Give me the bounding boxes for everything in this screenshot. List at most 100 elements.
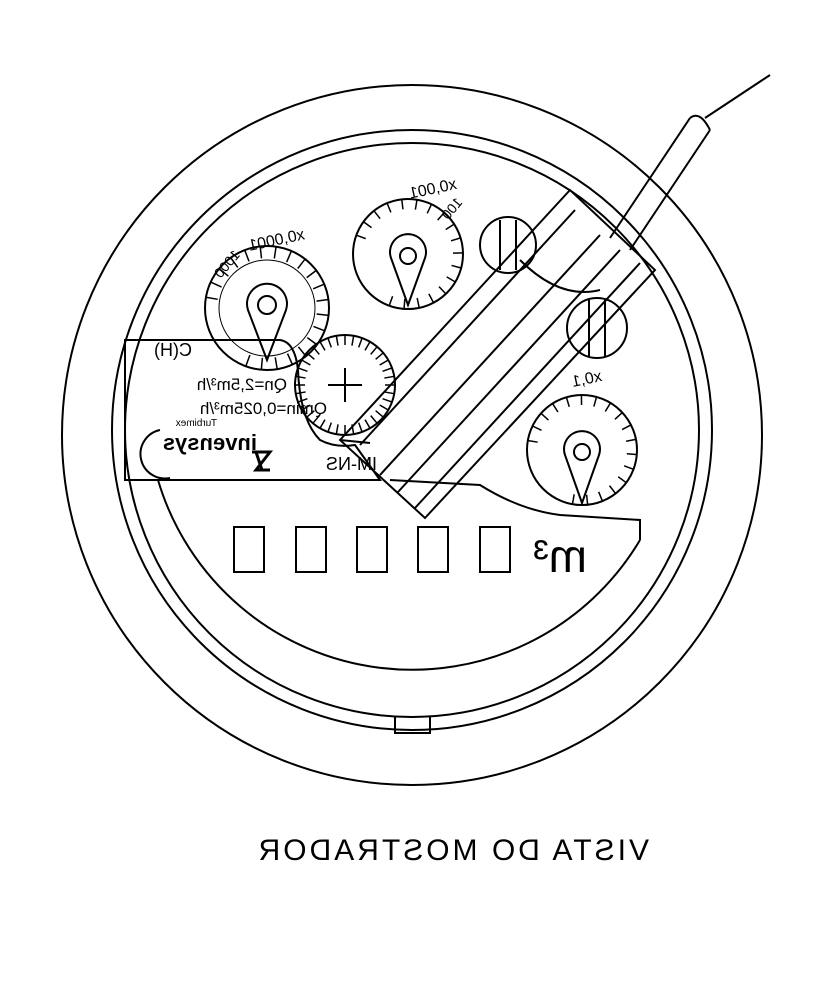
dial-tick — [445, 223, 455, 231]
dial-tick — [379, 359, 389, 366]
dial-tick — [316, 313, 329, 317]
dial-tick — [375, 352, 384, 360]
dial-tick — [356, 234, 366, 240]
dial-tick — [285, 250, 293, 263]
bezel-notch — [394, 717, 431, 734]
star-wheel — [294, 334, 396, 436]
dial-tick — [357, 337, 363, 348]
dial-2-number: 100 — [438, 194, 465, 222]
dial-tick — [312, 283, 325, 290]
dial-tick — [295, 391, 306, 395]
digit-window — [295, 526, 327, 573]
dial-tick — [571, 494, 575, 505]
dial-tick — [370, 346, 378, 355]
dial-tick — [386, 202, 392, 213]
dial-tick — [597, 491, 604, 502]
dial-tick — [273, 246, 277, 259]
dial-tick — [384, 391, 395, 395]
qmin-label: Qmin=0,025m³/h — [200, 399, 327, 418]
dial-tick — [301, 404, 311, 411]
dial-tick — [362, 221, 372, 229]
dial-tick — [306, 337, 318, 346]
dial-tick — [306, 269, 317, 279]
dial-tick — [230, 257, 239, 268]
dial-tick — [382, 367, 393, 373]
dial-tick — [604, 402, 612, 412]
dial-tick — [375, 410, 384, 418]
dial-tick — [259, 246, 263, 259]
dial-tick — [319, 341, 326, 351]
dial-1 — [204, 245, 330, 371]
dial-tick — [382, 397, 393, 403]
brand-sub: Turbimex — [176, 418, 217, 429]
outer-ring — [61, 84, 763, 786]
bezel-ring-outer — [111, 129, 713, 731]
logo-crescent-icon — [139, 429, 171, 480]
dial-3 — [526, 394, 638, 506]
dial-tick — [297, 258, 306, 270]
dial-tick — [274, 357, 278, 370]
dial-tick — [593, 396, 598, 407]
dial-tick — [260, 357, 264, 370]
register-windows — [233, 526, 511, 573]
dial-tick — [450, 237, 461, 242]
digit-window — [417, 526, 449, 573]
dial-tick — [286, 353, 294, 365]
dial-1-multiplier: x0,0001 — [247, 226, 306, 254]
dial-tick — [312, 415, 320, 424]
dial-tick — [621, 424, 632, 431]
dial-tick — [335, 335, 339, 346]
caption: VISTA DO MOSTRADOR — [256, 834, 649, 867]
dial-tick — [527, 439, 538, 443]
register-unit: m³ — [533, 530, 587, 582]
brand-name: invensys — [163, 430, 257, 455]
dial-tick — [210, 281, 222, 288]
dial-tick — [416, 297, 420, 308]
dial-tick — [370, 415, 378, 424]
dial-tick — [532, 425, 542, 432]
dial-tick — [297, 346, 307, 357]
dial-tick — [388, 296, 394, 306]
dial-tick — [218, 268, 229, 277]
dial-tick — [297, 367, 308, 373]
dial-tick — [401, 199, 404, 210]
probe — [338, 74, 771, 520]
dial-tick — [306, 410, 315, 418]
face-arc — [157, 479, 641, 671]
dial-tick — [437, 212, 445, 221]
dial-tick — [451, 264, 462, 269]
dial-tick — [626, 438, 637, 443]
dial-tick — [335, 424, 339, 435]
dial-tick — [438, 286, 447, 295]
dial-tick — [316, 298, 329, 302]
dial-tick — [379, 404, 389, 411]
class-label: C(H) — [154, 340, 192, 360]
approval-mark-icon — [252, 450, 274, 472]
dial-tick — [384, 375, 395, 379]
dial-tick — [414, 199, 418, 210]
dial-tick — [540, 412, 549, 421]
screw-upper — [479, 216, 537, 274]
dial-tick — [295, 375, 306, 379]
dial-tick — [364, 341, 371, 351]
digit-window — [356, 526, 388, 573]
face-right-edge — [389, 479, 641, 540]
dial-tick — [403, 298, 406, 309]
dial-tick — [614, 411, 623, 420]
digit-window — [233, 526, 265, 573]
dial-tick — [205, 296, 218, 301]
digit-window — [479, 526, 511, 573]
dial-tick — [327, 422, 333, 433]
dial-tick — [357, 422, 363, 433]
dial-tick — [565, 397, 570, 408]
dial-tick — [301, 359, 311, 366]
dial-tick — [373, 210, 381, 220]
dial-1-number: 1000 — [210, 247, 242, 281]
dial-tick — [319, 419, 326, 429]
dial-tick — [608, 485, 617, 495]
dial-tick — [327, 337, 333, 348]
dial-tick — [351, 424, 355, 435]
dial-tick — [623, 465, 634, 471]
dial-tick — [446, 276, 456, 283]
